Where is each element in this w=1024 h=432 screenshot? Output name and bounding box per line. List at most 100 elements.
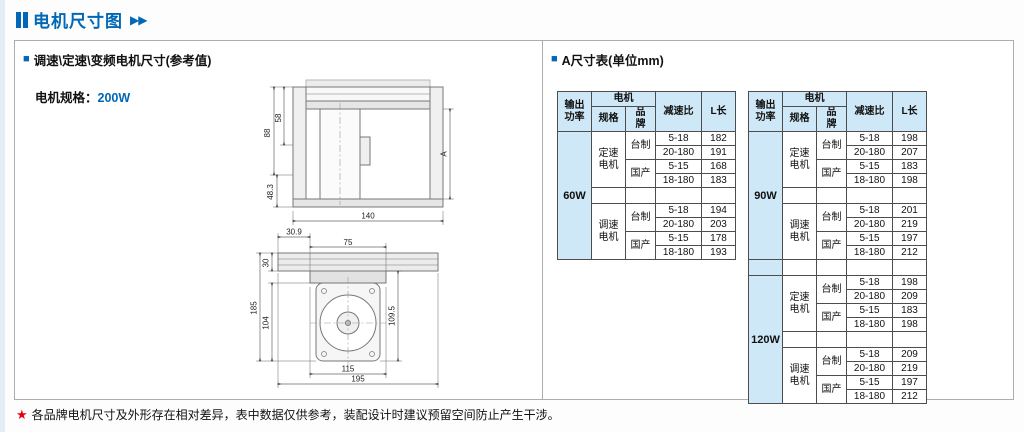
- length-cell: 219: [892, 217, 927, 232]
- spacer-cell: [591, 187, 626, 204]
- right-panel-header: ■ A尺寸表(单位mm): [551, 50, 664, 69]
- dim-label-a: A: [440, 151, 449, 157]
- dim-label-115: 115: [342, 365, 355, 374]
- dim-label-109-5: 109.5: [388, 305, 397, 326]
- top-view-dim-labels: 88 58 48.3 140 A: [263, 113, 449, 220]
- length-cell: 209: [892, 347, 927, 362]
- motor-dimension-drawing: 88 58 48.3 140 A: [250, 79, 454, 388]
- panel-divider: [542, 41, 543, 399]
- ratio-cell: 18-180: [655, 245, 702, 260]
- ratio-cell: 18-180: [846, 317, 893, 332]
- ratio-cell: 18-180: [846, 389, 893, 404]
- ratio-cell: 5-15: [846, 303, 893, 318]
- spec-cell: 定速电机: [591, 131, 626, 188]
- ratio-cell: 5-18: [846, 275, 893, 290]
- ratio-cell: 5-18: [655, 203, 702, 218]
- length-cell: 168: [701, 159, 736, 174]
- motor-spec-value: 200W: [97, 91, 131, 105]
- dim-label-58: 58: [274, 113, 283, 122]
- motor-spec-line: 电机规格：200W: [35, 87, 130, 106]
- spacer-cell: [782, 187, 817, 204]
- col-header-spec: 规格: [782, 106, 817, 132]
- length-cell: 178: [701, 231, 736, 246]
- power-cell: 90W: [748, 131, 783, 260]
- spacer-cell: [782, 259, 817, 276]
- dim-label-75: 75: [344, 238, 353, 247]
- col-header-brand: 品牌: [816, 106, 847, 132]
- length-cell: 198: [892, 173, 927, 188]
- spacer-cell: [655, 187, 702, 204]
- dim-label-30: 30: [262, 258, 271, 267]
- col-header-length: L长: [701, 91, 736, 132]
- spacer-cell: [816, 259, 847, 276]
- col-header-brand: 品牌: [625, 106, 656, 132]
- ratio-cell: 20-180: [655, 145, 702, 160]
- spec-cell: 定速电机: [782, 131, 817, 188]
- brand-cell: 国产: [816, 231, 847, 260]
- side-view-dim-labels: 30.9 75 109.5 30 185 104 115 195: [250, 228, 397, 384]
- brand-cell: 国产: [625, 159, 656, 188]
- ratio-cell: 5-18: [655, 131, 702, 146]
- brand-cell: 台制: [816, 131, 847, 160]
- ratio-cell: 18-180: [846, 245, 893, 260]
- brand-cell: 台制: [625, 131, 656, 160]
- spacer-cell: [701, 187, 736, 204]
- power-cell: 120W: [748, 275, 783, 404]
- col-header-ratio: 减速比: [655, 91, 702, 132]
- brand-cell: 台制: [816, 275, 847, 304]
- motor-spec-label: 电机规格：: [35, 91, 98, 105]
- ratio-cell: 20-180: [846, 217, 893, 232]
- power-cell: 60W: [557, 131, 592, 260]
- ratio-cell: 20-180: [655, 217, 702, 232]
- length-cell: 183: [892, 303, 927, 318]
- blue-square-bullet: ■: [23, 53, 30, 65]
- length-cell: 219: [892, 361, 927, 376]
- page-edge-strip: [0, 0, 5, 432]
- spacer-cell: [892, 187, 927, 204]
- right-panel-title: A尺寸表(单位mm): [561, 54, 664, 68]
- spec-cell: 定速电机: [782, 275, 817, 332]
- spacer-cell: [846, 259, 893, 276]
- spacer-cell: [625, 187, 656, 204]
- length-cell: 212: [892, 245, 927, 260]
- dim-label-48-3: 48.3: [266, 184, 275, 200]
- dim-label-195: 195: [351, 375, 365, 384]
- ratio-cell: 5-15: [655, 159, 702, 174]
- spacer-cell: [816, 187, 847, 204]
- spacer-cell: [892, 331, 927, 348]
- length-cell: 201: [892, 203, 927, 218]
- side-view-dimension-lines: [256, 233, 439, 388]
- page-title: 电机尺寸图: [33, 12, 123, 31]
- length-cell: 183: [892, 159, 927, 174]
- ratio-cell: 5-18: [846, 347, 893, 362]
- dim-label-88: 88: [263, 128, 272, 137]
- length-cell: 203: [701, 217, 736, 232]
- side-view: [277, 252, 439, 369]
- col-header-power: 输出功率: [748, 91, 783, 132]
- ratio-cell: 5-18: [846, 131, 893, 146]
- length-cell: 193: [701, 245, 736, 260]
- dim-label-104: 104: [262, 316, 271, 330]
- ratio-cell: 5-18: [846, 203, 893, 218]
- brand-cell: 台制: [625, 203, 656, 232]
- brand-cell: 台制: [816, 347, 847, 376]
- ratio-cell: 5-15: [655, 231, 702, 246]
- left-panel: ■ 调速\定速\变频电机尺寸(参考值) 电机规格：200W: [15, 41, 542, 399]
- ratio-cell: 5-15: [846, 159, 893, 174]
- ratio-cell: 5-15: [846, 231, 893, 246]
- top-view: [292, 79, 444, 208]
- length-cell: 194: [701, 203, 736, 218]
- ratio-cell: 20-180: [846, 145, 893, 160]
- ratio-cell: 18-180: [655, 173, 702, 188]
- ratio-cell: 20-180: [846, 361, 893, 376]
- dim-label-140: 140: [361, 212, 375, 221]
- col-header-motor: 电机: [782, 91, 847, 107]
- spacer-cell: [816, 331, 847, 348]
- length-cell: 198: [892, 275, 927, 290]
- left-panel-title: 调速\定速\变频电机尺寸(参考值): [33, 54, 212, 68]
- spec-cell: 调速电机: [782, 347, 817, 404]
- footnote: ★ 各品牌电机尺寸及外形存在相对差异，表中数据仅供参考，装配设计时建议预留空间防…: [16, 406, 560, 423]
